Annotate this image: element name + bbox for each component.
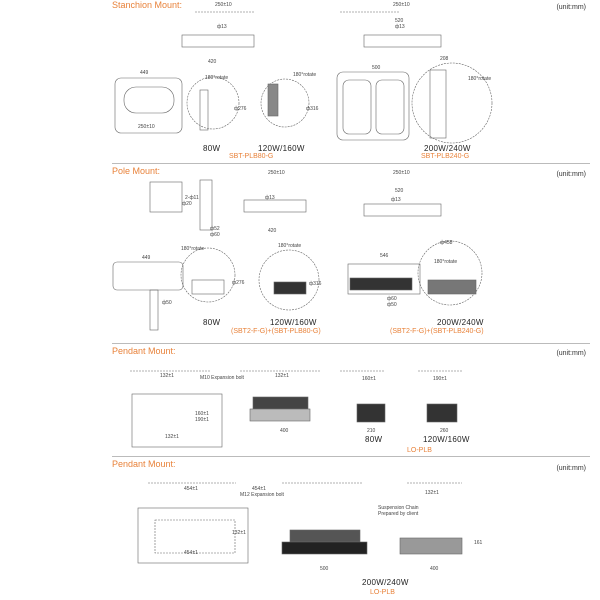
rotate-label: 180°rotate — [181, 246, 205, 252]
wattage-label: 120W/160W — [423, 435, 470, 444]
dim-label: 132±1 — [275, 373, 289, 379]
diameter-label: ф52 — [210, 226, 220, 232]
wattage-label: 120W/160W — [258, 144, 305, 153]
diameter-label: ф316 — [306, 106, 319, 112]
diameter-label: ф60 — [210, 232, 220, 238]
wattage-label: 200W/240W — [362, 578, 409, 587]
section-title-pendant-1: Pendant Mount: — [112, 346, 176, 356]
dim-label: 132±1 — [425, 490, 439, 496]
rotate-label: 180°rotate — [434, 259, 458, 265]
dim-label: 132±1 — [160, 373, 174, 379]
dim-label: 161 — [474, 540, 483, 546]
stanchion-drawings — [114, 11, 493, 144]
hole-diameter-label: ф13 — [217, 24, 227, 30]
bolt-label: M10 Expansion bolt — [200, 375, 244, 381]
rotate-label: 180°rotate — [205, 75, 229, 81]
wattage-label: 200W/240W — [437, 318, 484, 327]
dim-label: 250±10 — [393, 2, 410, 8]
hole-diameter-label: ф13 — [391, 197, 401, 203]
unit-label: (unit:mm) — [556, 465, 586, 472]
section-title-pole: Pole Mount: — [112, 166, 161, 176]
model-label: (SBT2-F-G)+(SBT-PLB80-G) — [231, 328, 321, 335]
section-title-pendant-2: Pendant Mount: — [112, 459, 176, 469]
dim-label: 250±10 — [138, 124, 155, 130]
dim-label: 454±1 — [184, 486, 198, 492]
section-divider — [112, 456, 590, 457]
dim-label: 520 — [395, 18, 404, 24]
wattage-label: 80W — [365, 435, 383, 444]
model-label: SBT-PLB80-G — [229, 153, 274, 160]
dim-label: 449 — [142, 255, 151, 261]
hole-label: 2-ф11 — [185, 195, 199, 201]
diameter-label: ф50 — [162, 300, 172, 306]
dim-label: 520 — [395, 188, 404, 194]
dim-label: 449 — [140, 70, 149, 76]
dim-label: 420 — [208, 59, 217, 65]
chain-label: Suspension Chain — [378, 505, 419, 511]
dim-label: 400 — [430, 566, 439, 572]
dim-label: 420 — [268, 228, 277, 234]
diameter-label: ф20 — [182, 201, 192, 207]
dim-label: 400 — [280, 428, 289, 434]
dim-label: 500 — [372, 65, 381, 71]
dim-label: ф458 — [440, 240, 453, 246]
dim-label: 250±10 — [215, 2, 232, 8]
section-divider — [112, 343, 590, 344]
hole-diameter-label: ф13 — [265, 195, 275, 201]
dim-label: 132±1 — [232, 530, 246, 536]
rotate-label: 180°rotate — [278, 243, 302, 249]
section-divider — [112, 163, 590, 164]
dim-label: 260 — [440, 428, 449, 434]
diameter-label: ф316 — [309, 281, 322, 287]
pendant-mount-1-drawings — [130, 370, 462, 448]
dim-label: 132±1 — [165, 434, 179, 440]
rotate-label: 180°rotate — [468, 76, 492, 82]
chain-label: Prepared by client — [378, 511, 419, 517]
dim-label: 190±1 — [433, 376, 447, 382]
unit-label: (unit:mm) — [556, 171, 586, 178]
dim-label: 250±10 — [393, 170, 410, 176]
diameter-label: ф276 — [234, 106, 247, 112]
dim-label: 160±1 — [195, 411, 209, 417]
wattage-label: 200W/240W — [424, 144, 471, 153]
dim-label: 190±1 — [195, 417, 209, 423]
dim-label: 208 — [440, 56, 449, 62]
hole-diameter-label: ф13 — [395, 24, 405, 30]
model-label: (SBT2-F-G)+(SBT-PLB240-G) — [390, 328, 484, 335]
model-label: LO-PLB — [370, 589, 395, 596]
model-label: LO-PLB — [407, 447, 432, 454]
diameter-label: ф276 — [232, 280, 245, 286]
wattage-label: 120W/160W — [270, 318, 317, 327]
dim-label: 250±10 — [268, 170, 285, 176]
dim-label: 160±1 — [362, 376, 376, 382]
model-label: SBT-PLB240-G — [421, 153, 470, 160]
dim-label: 454±1 — [184, 550, 198, 556]
dim-label: 546 — [380, 253, 389, 259]
wattage-label: 80W — [203, 318, 221, 327]
rotate-label: 180°rotate — [293, 72, 317, 78]
dim-label: 454±1 — [252, 486, 266, 492]
unit-label: (unit:mm) — [556, 4, 586, 11]
bolt-label: M12 Expansion bolt — [240, 492, 284, 498]
pole-drawings — [112, 179, 483, 331]
wattage-label: 80W — [203, 144, 221, 153]
unit-label: (unit:mm) — [556, 350, 586, 357]
pendant-mount-2-drawings — [137, 482, 463, 564]
dim-label: 500 — [320, 566, 329, 572]
dim-label: 210 — [367, 428, 376, 434]
diameter-label: ф50 — [387, 302, 397, 308]
section-title-stanchion: Stanchion Mount: — [112, 0, 183, 10]
diameter-label: ф60 — [387, 296, 397, 302]
